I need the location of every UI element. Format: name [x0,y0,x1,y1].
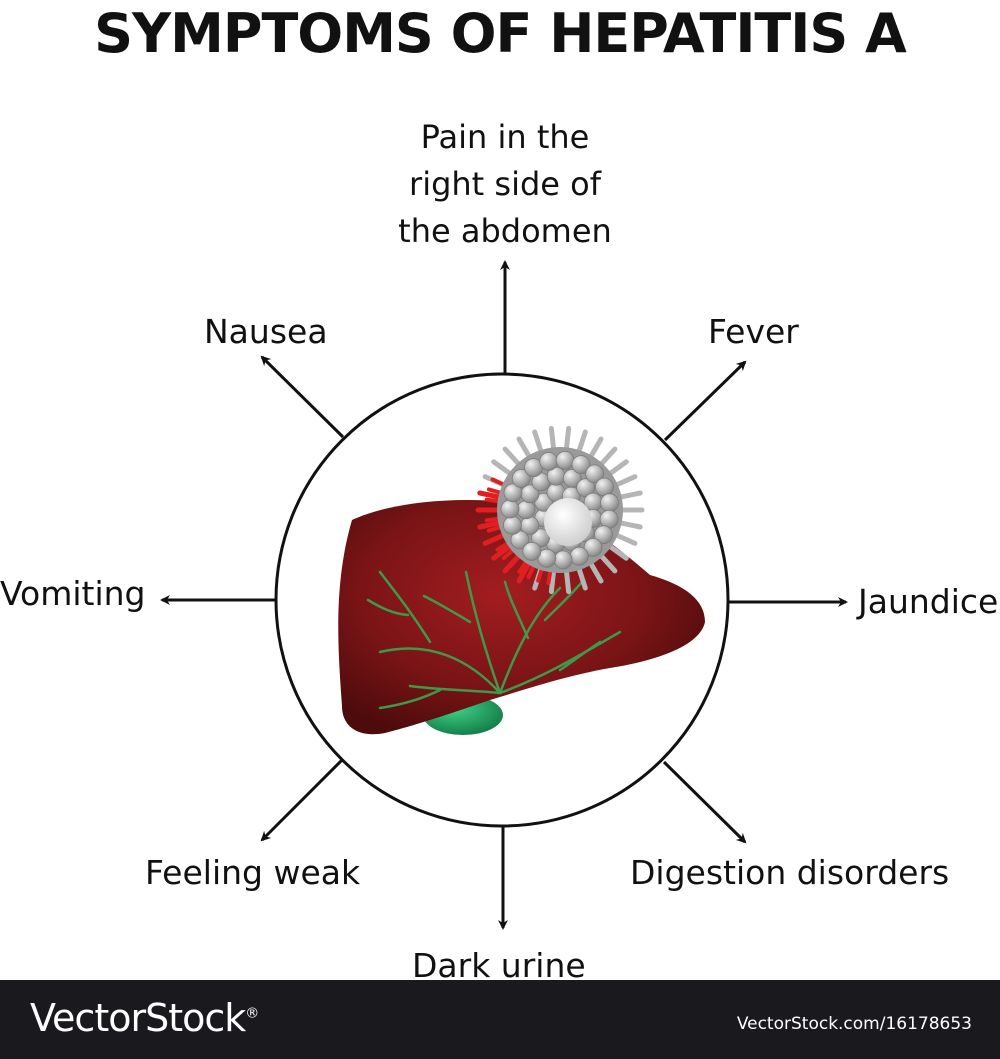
virus-spike [548,567,557,595]
virus [475,425,645,595]
virus-capsomere [600,493,619,513]
virus-capsomere [511,469,531,488]
symptom-jaundice: Jaundice [858,582,999,621]
virus-capsomere [571,455,591,475]
virus-capsomere [539,451,559,471]
symptom-feeling-weak: Feeling weak [145,853,361,892]
arrow-top-left [260,355,345,439]
virus-capsomere [531,528,550,548]
virus-capsomere [594,525,613,545]
virus-capsomere [583,538,603,557]
watermark-logo: VectorStock® [30,996,259,1040]
virus-spike [612,474,638,489]
virus-spike [491,459,514,478]
virus-spike [532,429,544,456]
virus-spike [576,429,588,456]
page-title: SYMPTOMS OF HEPATITIS A [94,2,907,65]
symptom-digestion-disorders: Digestion disorders [630,853,950,892]
symptom-nausea: Nausea [204,312,328,351]
virus-spike [597,446,618,468]
symptom-pain-right-abdomen: Pain in the right side of the abdomen [398,118,612,250]
virus-capsomere [500,499,520,519]
bile-ducts [366,570,622,710]
symptom-fever: Fever [708,312,799,351]
virus-spike [563,425,572,453]
liver [338,500,705,735]
virus-spike-infected [516,559,533,584]
virus-capsomere [503,483,523,503]
virus-spike [606,459,629,478]
virus-spike [616,520,643,530]
virus-spike [548,425,557,453]
virus-spike-infected [477,520,504,530]
virus-spike [502,446,523,468]
arrows [160,260,848,930]
watermark-bar: VectorStock® VectorStock.com/16178653 [0,980,1000,1059]
virus-spike [587,436,604,461]
virus-spike-infected [477,490,504,500]
virus-capsomere [516,500,536,520]
virus-capsomere [522,541,542,561]
virus-capsomere [503,515,522,535]
virus-capsomere [562,468,582,488]
symptom-dark-urine: Dark urine [412,946,586,985]
virus-capsomere [585,464,604,484]
virus-spike [576,564,588,591]
virus-capsomere [553,550,573,570]
virus-spike [597,552,618,574]
arrow-bottom-right [662,760,747,844]
arrow-top-right [663,360,747,442]
virus-spike [616,490,643,500]
virus-spike-infected [491,542,514,561]
symptom-vomiting: Vomiting [0,574,146,613]
virus-spike [587,559,604,584]
virus-capsomere [555,450,575,470]
virus-spike [563,567,572,595]
virus-spike [516,436,533,461]
virus-spike [612,531,638,546]
virus-capsomere [569,546,589,566]
virus-spike [606,542,629,561]
watermark-url: VectorStock.com/16178653 [736,1014,972,1034]
arrow-bottom-left [260,758,344,842]
